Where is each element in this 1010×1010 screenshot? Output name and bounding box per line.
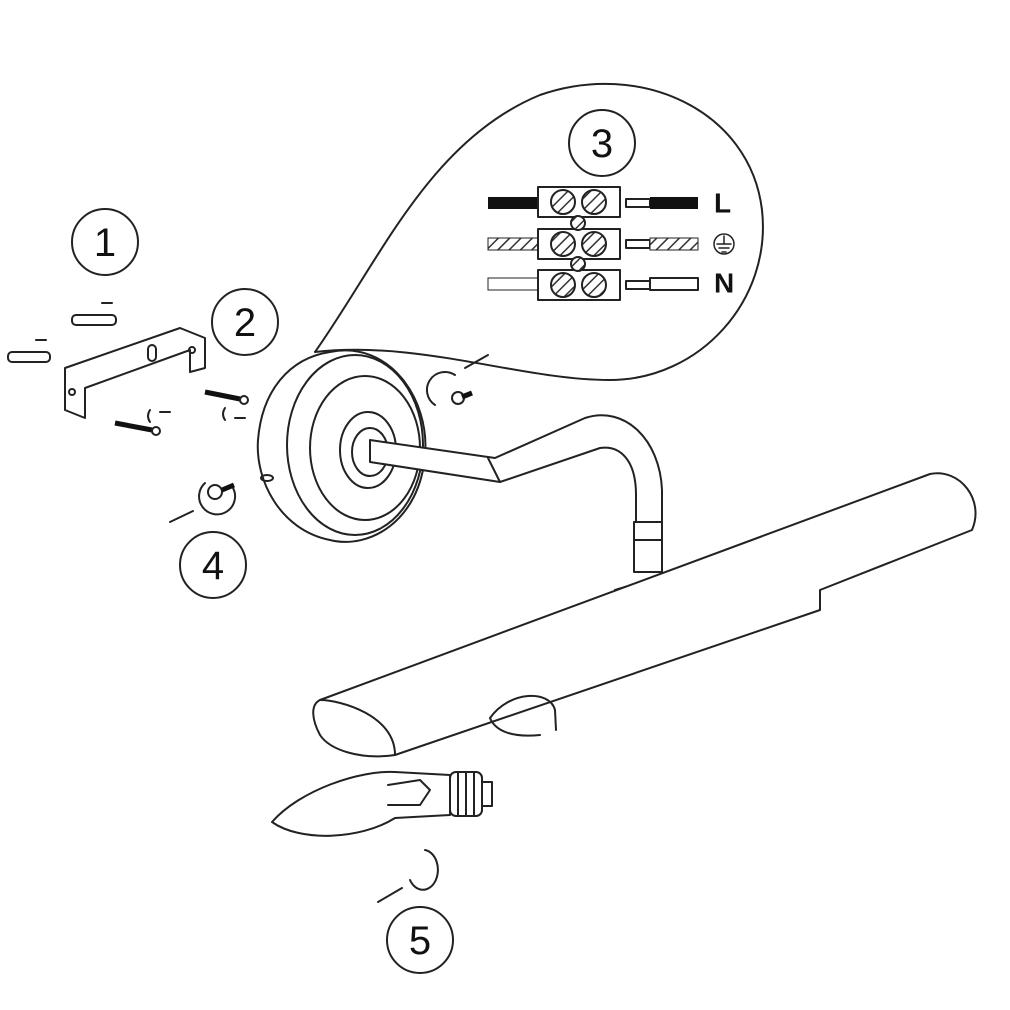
live-label: L [714, 188, 731, 219]
step-5-marker: 5 [386, 906, 454, 974]
terminal-block [487, 186, 699, 301]
step-number: 2 [234, 301, 256, 345]
step-1-marker: 1 [71, 208, 139, 276]
wall-plate [256, 349, 427, 543]
step-2-marker: 2 [211, 288, 279, 356]
neutral-label: N [714, 268, 734, 299]
ground-icon [713, 233, 735, 255]
mounting-bracket [64, 327, 206, 419]
rotate-arrow-icon [377, 849, 439, 903]
step-number: 3 [591, 122, 613, 166]
step-4-marker: 4 [179, 531, 247, 599]
step-number: 5 [409, 919, 431, 963]
step-3-marker: 3 [568, 109, 636, 177]
lamp-shade [312, 472, 977, 758]
grub-screw-icon [169, 482, 236, 523]
step-number: 4 [202, 544, 224, 588]
step-number: 1 [94, 221, 116, 265]
wall-plug-icon [7, 302, 117, 363]
side-screw-icon [426, 354, 489, 406]
screw-icon [114, 389, 249, 436]
wiring-callout-bubble [314, 82, 764, 381]
candle-bulb [271, 770, 493, 837]
